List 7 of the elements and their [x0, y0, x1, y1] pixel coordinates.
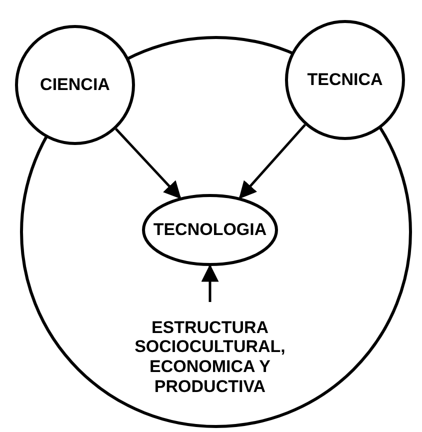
arrow — [114, 128, 182, 199]
node-label: TECNICA — [307, 70, 383, 90]
node-label: TECNOLOGIA — [153, 220, 267, 240]
node-label: ESTRUCTURA SOCIOCULTURAL, ECONOMICA Y PRODUCTIVA — [134, 318, 286, 396]
node-label: CIENCIA — [40, 75, 110, 95]
arrow — [201, 264, 219, 302]
arrow — [238, 124, 306, 199]
